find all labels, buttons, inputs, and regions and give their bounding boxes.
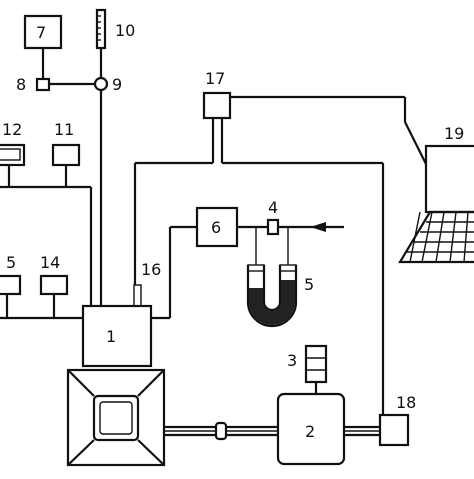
component-3-box [304, 344, 328, 384]
component-11-box [51, 143, 81, 167]
component-4-valve [266, 218, 280, 236]
label-14: 14 [40, 253, 60, 272]
drive-shaft [164, 421, 278, 441]
component-17-box [202, 91, 232, 120]
label-17: 17 [205, 69, 225, 88]
component-19-monitor [424, 144, 474, 214]
component-12-screen [0, 148, 21, 161]
label-7: 7 [36, 23, 46, 42]
component-16-sensor [133, 284, 142, 307]
label-10: 10 [115, 21, 135, 40]
furnace-chamber [66, 368, 166, 467]
label-3: 3 [287, 351, 297, 370]
component-8-valve [35, 77, 51, 92]
label-1: 1 [106, 327, 116, 346]
label-11: 11 [54, 120, 74, 139]
label-19: 19 [444, 124, 464, 143]
label-16: 16 [141, 260, 161, 279]
component-14-box [39, 274, 69, 296]
component-5-left-box [0, 274, 22, 296]
shaft-2-to-18 [344, 425, 380, 437]
inlet-arrow [310, 222, 326, 232]
label-4: 4 [268, 198, 278, 217]
label-5-left: 5 [6, 253, 16, 272]
component-1-box [81, 304, 153, 368]
component-19-keyboard [398, 210, 474, 264]
label-6: 6 [211, 218, 221, 237]
line-to-19-diag [404, 121, 429, 169]
label-8: 8 [16, 75, 26, 94]
component-9-junction [93, 76, 109, 92]
label-2: 2 [305, 422, 315, 441]
label-18: 18 [396, 393, 416, 412]
component-10-gauge [95, 8, 107, 50]
component-18-box [378, 413, 410, 447]
manometer-5 [246, 264, 298, 328]
gauge-10-scale [97, 15, 101, 41]
component-2-box [276, 392, 346, 466]
label-9: 9 [112, 75, 122, 94]
label-12: 12 [2, 120, 22, 139]
label-5-manometer: 5 [304, 275, 314, 294]
